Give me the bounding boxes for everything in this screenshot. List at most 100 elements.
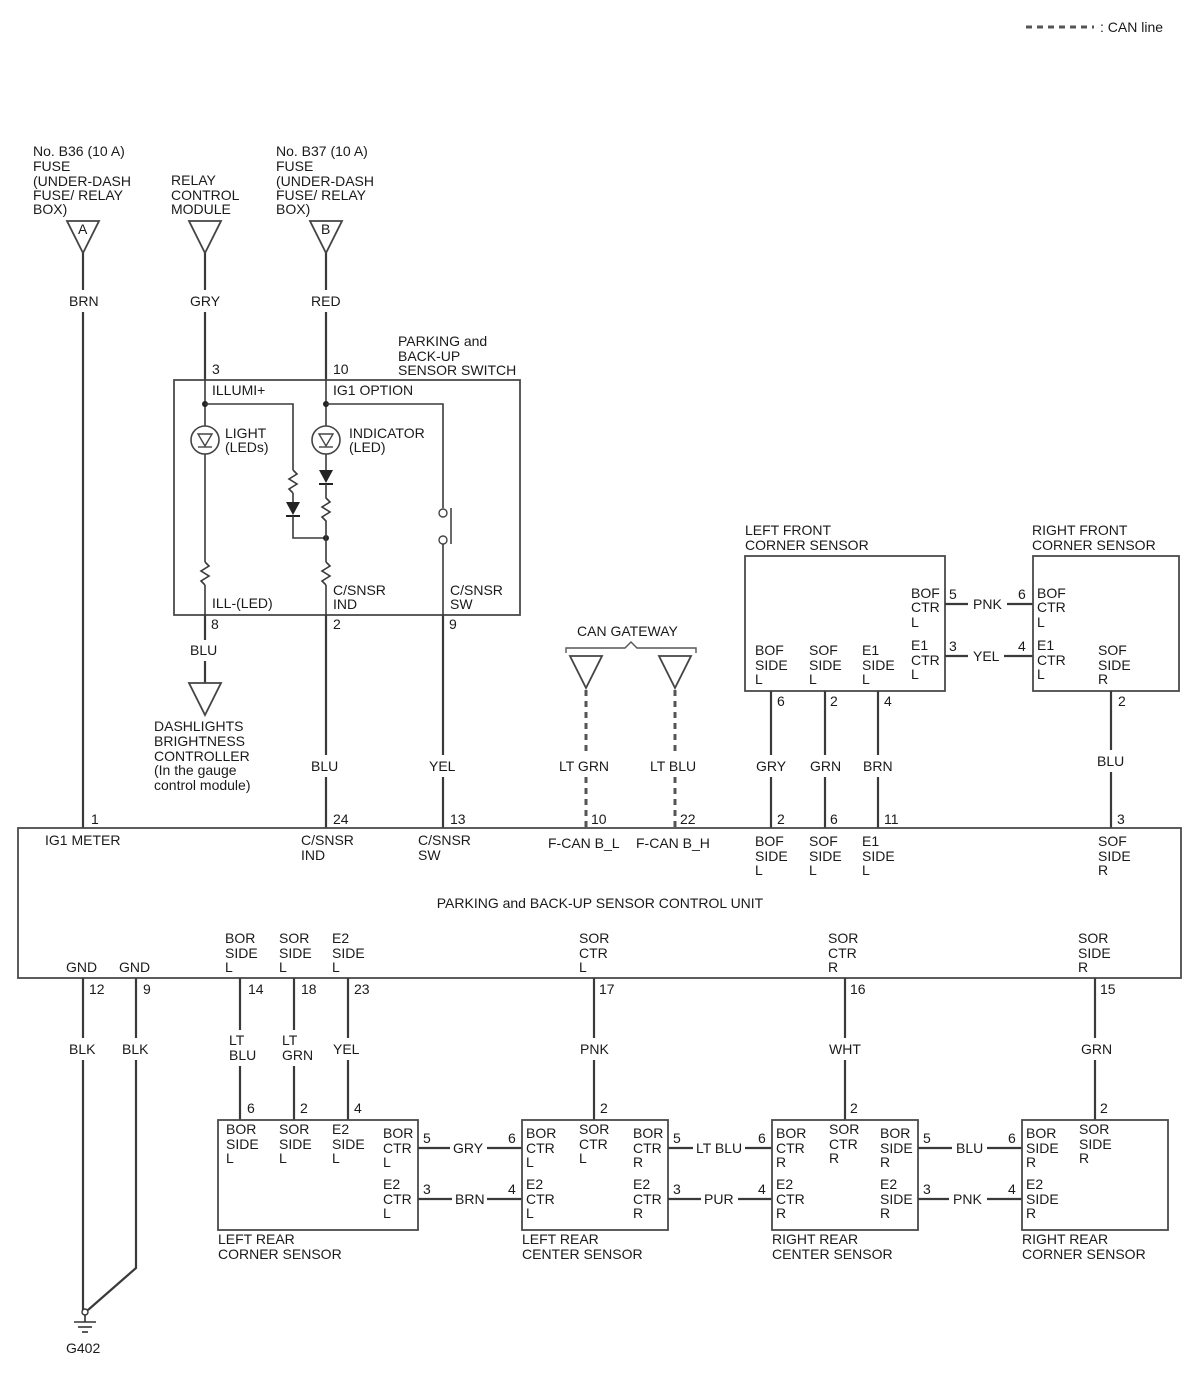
light-label: LIGHT [225,425,267,441]
cu-pin-15: 15 [1100,981,1116,997]
rrc-bor-side-r-label: BOR SIDE R [1026,1125,1059,1170]
lrc-pin-3: 3 [423,1181,431,1197]
switch-csnsr-ind-label: C/SNSR [333,582,386,598]
svg-text:CORNER SENSOR: CORNER SENSOR [1022,1246,1146,1262]
switch-contact-icon [438,508,452,545]
rrm-pin-6: 6 [758,1130,766,1146]
rrm-pin-3: 3 [923,1181,931,1197]
svg-text:SIDE: SIDE [862,848,895,864]
svg-text:E2: E2 [332,930,349,946]
svg-text:R: R [1098,671,1108,687]
cu-pin-2: 2 [777,811,785,827]
svg-text:L: L [911,666,919,682]
cu-pin-1: 1 [91,811,99,827]
lf-e1-side-label: E1 SIDE L [862,642,895,687]
wire-label-blk-1: BLK [69,1041,96,1057]
lrm-sor-ctr-l-label: SOR CTR L [579,1121,609,1166]
rrm-pin-2: 2 [850,1100,858,1116]
svg-text:L: L [862,862,870,878]
wire-label-lt-blu-rear: LT [229,1032,245,1048]
svg-text:R: R [880,1154,890,1170]
lf-pin-5: 5 [949,586,957,602]
rrm-bor-side-r-label: BOR SIDE R [880,1125,913,1170]
svg-text:CTR: CTR [911,652,940,668]
svg-text:L: L [279,1150,287,1166]
left-front-sensor-title: LEFT FRONT CORNER SENSOR [745,522,869,553]
svg-text:E2: E2 [776,1176,793,1192]
rrc-pin-2: 2 [1100,1100,1108,1116]
svg-text:CONTROLLER: CONTROLLER [154,748,250,764]
wire-label-red: RED [311,293,341,309]
lrm-pin-2: 2 [600,1100,608,1116]
svg-text:CTR: CTR [829,1136,858,1152]
svg-text:E2: E2 [880,1176,897,1192]
lrc-pin-2: 2 [300,1100,308,1116]
cu-sof-side-r-label: SOF SIDE R [1098,833,1131,878]
svg-text:BOR: BOR [880,1125,910,1141]
svg-text:SIDE: SIDE [332,1136,365,1152]
ill-led-label: ILL-(LED) [212,595,273,611]
lrm-e2-ctr-l-label: E2 CTR L [526,1176,555,1221]
svg-text:SIDE: SIDE [755,848,788,864]
svg-text:SOF: SOF [809,642,838,658]
wire-label-blu-rf: BLU [1097,753,1124,769]
svg-text:L: L [225,959,233,975]
switch-csnsr-ind-label-sub: IND [333,596,357,612]
cu-fcan-h-label: F-CAN B_H [636,835,710,851]
svg-text:BOF: BOF [1037,585,1066,601]
lrc-bor-side-label: BOR SIDE L [226,1121,259,1166]
cu-pin-10: 10 [591,811,607,827]
indicator-label-sub: (LED) [349,439,386,455]
svg-text:L: L [579,959,587,975]
right-rear-center-title: RIGHT REAR CENTER SENSOR [772,1231,893,1262]
svg-text:SIDE: SIDE [809,848,842,864]
cu-pin-3: 3 [1117,811,1125,827]
svg-text:BOX): BOX) [33,201,67,217]
svg-text:BOR: BOR [383,1125,413,1141]
svg-text:SIDE: SIDE [1098,848,1131,864]
svg-text:PARKING and: PARKING and [398,333,487,349]
svg-text:BOR: BOR [225,930,255,946]
svg-text:BOR: BOR [1026,1125,1056,1141]
svg-text:SW: SW [418,847,441,863]
svg-text:CTR: CTR [911,599,940,615]
wire-label-blu-ind: BLU [311,758,338,774]
svg-text:SIDE: SIDE [880,1140,913,1156]
cu-e2-side-label: E2 SIDE L [332,930,365,975]
cu-sof-side-label: SOF SIDE L [809,833,842,878]
svg-text:E1: E1 [911,637,928,653]
svg-text:SOF: SOF [1098,833,1127,849]
rrm-pin-5: 5 [923,1130,931,1146]
svg-text:SIDE: SIDE [226,1136,259,1152]
wire-label-lt-grn-rear: LT [282,1032,298,1048]
svg-text:CTR: CTR [776,1140,805,1156]
svg-text:SIDE: SIDE [225,945,258,961]
lf-e1-ctr-label: E1 CTR L [911,637,940,682]
svg-text:SOR: SOR [579,1121,609,1137]
svg-text:R: R [829,1150,839,1166]
right-rear-corner-title: RIGHT REAR CORNER SENSOR [1022,1231,1146,1262]
svg-text:L: L [1037,614,1045,630]
svg-text:SIDE: SIDE [332,945,365,961]
svg-text:SIDE: SIDE [1078,945,1111,961]
svg-text:MODULE: MODULE [171,201,231,217]
cu-sor-side-r-label: SOR SIDE R [1078,930,1111,975]
svg-text:CORNER SENSOR: CORNER SENSOR [745,537,869,553]
lrm-bor-ctr-r-label: BOR CTR R [633,1125,663,1170]
svg-text:E2: E2 [332,1121,349,1137]
svg-text:SIDE: SIDE [1026,1191,1059,1207]
cu-pin-12: 12 [89,981,105,997]
rrc-pin-4: 4 [1008,1181,1016,1197]
svg-text:SIDE: SIDE [880,1191,913,1207]
svg-text:CTR: CTR [1037,599,1066,615]
svg-text:L: L [526,1205,534,1221]
svg-text:L: L [332,959,340,975]
ground-label: G402 [66,1340,100,1356]
svg-text:E1: E1 [862,642,879,658]
cu-csnsr-sw-label: C/SNSR SW [418,832,471,863]
svg-text:RIGHT REAR: RIGHT REAR [1022,1231,1108,1247]
svg-text:(In the gauge: (In the gauge [154,762,237,778]
rrm-e2-ctr-r-label: E2 CTR R [776,1176,805,1221]
svg-text:SOF: SOF [1098,642,1127,658]
